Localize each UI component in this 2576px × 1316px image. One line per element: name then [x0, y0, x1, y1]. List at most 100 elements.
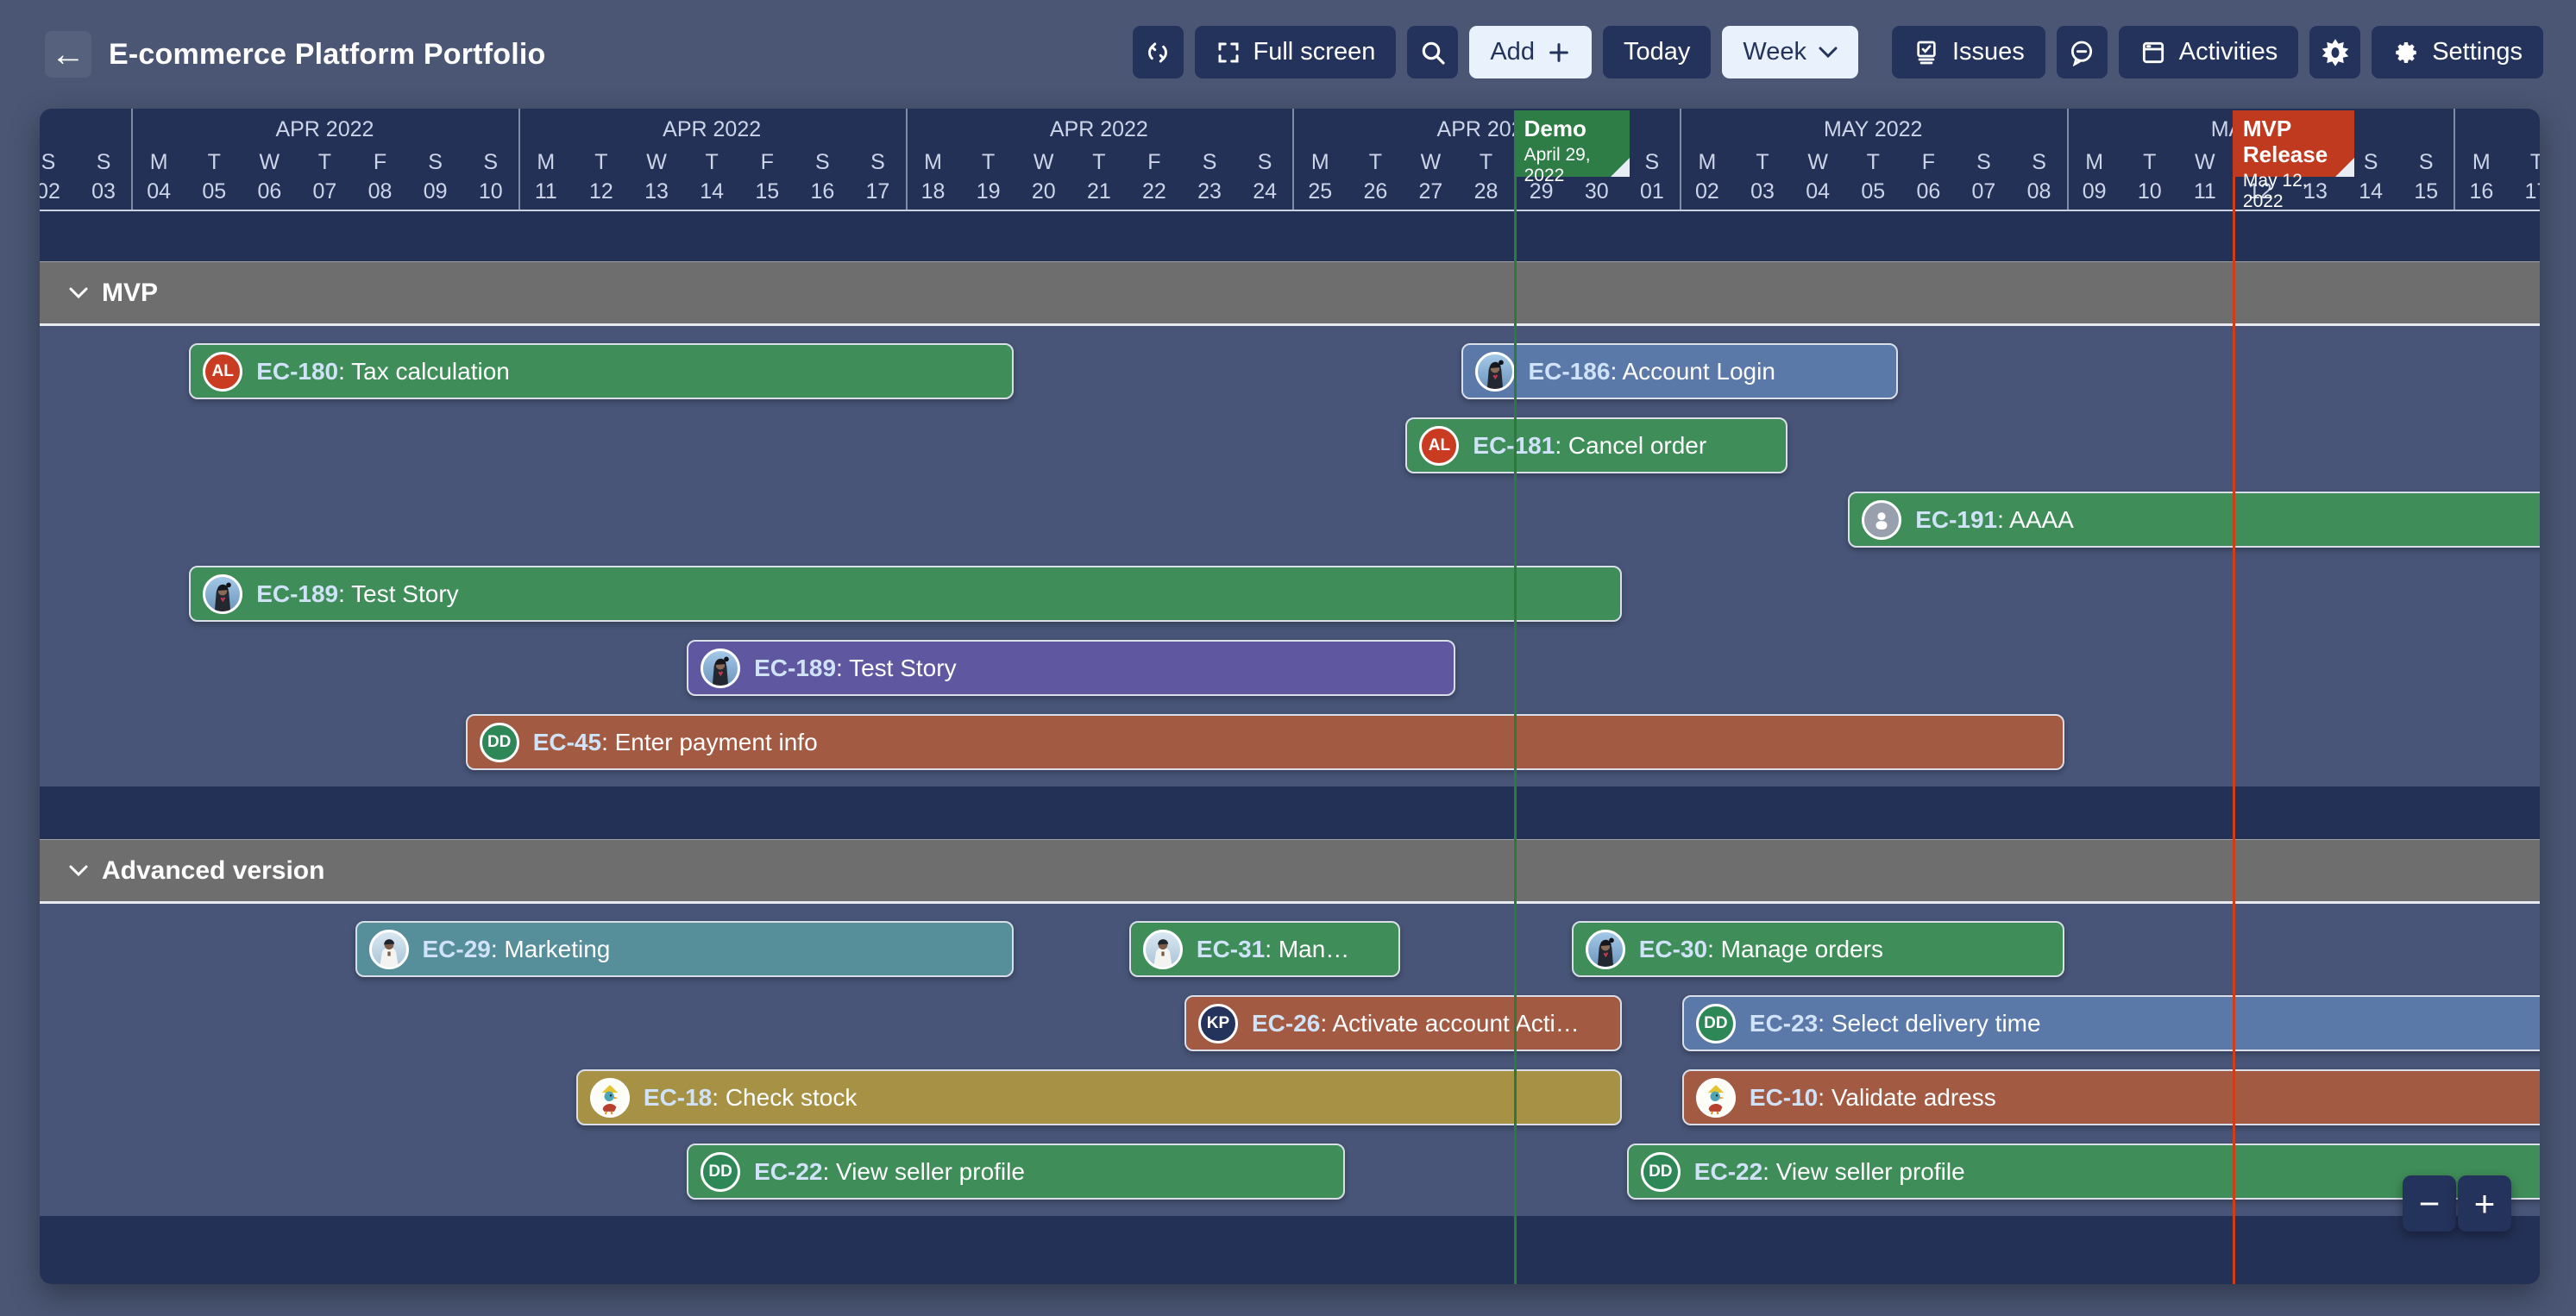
milestone-marker-demo[interactable]: Demo April 29, 2022 [1513, 110, 1630, 185]
day-number[interactable]: 30 [1584, 179, 1609, 204]
task-bar-ec-31[interactable]: EC-31: Man… [1128, 921, 1401, 977]
day-number[interactable]: 10 [478, 179, 503, 204]
task-label: EC-191: AAAA [1915, 505, 2074, 533]
day-number[interactable]: 04 [147, 179, 172, 204]
day-number[interactable]: 10 [2137, 179, 2162, 204]
day-letter: T [1092, 150, 1106, 174]
comments-button[interactable] [2056, 26, 2108, 78]
day-number[interactable]: 26 [1363, 179, 1388, 204]
activities-button[interactable]: Activities [2118, 26, 2299, 78]
task-bar-ec-10[interactable]: EC-10: Validate adress [1681, 1069, 2540, 1125]
task-bar-ec-186[interactable]: EC-186: Account Login [1461, 343, 1899, 399]
week-separator [1679, 109, 1681, 210]
day-number[interactable]: 09 [423, 179, 448, 204]
search-button[interactable] [1407, 26, 1459, 78]
day-number[interactable]: 08 [2026, 179, 2051, 204]
day-letter: M [924, 150, 942, 174]
today-button[interactable]: Today [1602, 26, 1712, 78]
day-number[interactable]: 01 [1639, 179, 1664, 204]
day-number[interactable]: 19 [976, 179, 1001, 204]
day-number[interactable]: 20 [1031, 179, 1056, 204]
day-number[interactable]: 13 [644, 179, 669, 204]
day-number[interactable]: 07 [312, 179, 337, 204]
day-number[interactable]: 08 [368, 179, 393, 204]
avatar-duck [589, 1077, 630, 1118]
day-letter: S [1202, 150, 1217, 174]
day-number[interactable]: 07 [1971, 179, 1996, 204]
task-label: EC-22: View seller profile [1693, 1157, 1965, 1185]
task-bar-ec-189[interactable]: EC-189: Test Story [189, 566, 1622, 622]
day-number[interactable]: 23 [1197, 179, 1222, 204]
day-letter: S [41, 150, 56, 174]
day-number[interactable]: 15 [755, 179, 780, 204]
day-number[interactable]: 02 [40, 179, 60, 204]
day-letter: M [2472, 150, 2491, 174]
day-number[interactable]: 02 [1695, 179, 1719, 204]
task-bar-ec-30[interactable]: EC-30: Manage orders [1571, 921, 2064, 977]
day-number[interactable]: 29 [1529, 179, 1554, 204]
day-number[interactable]: 12 [2248, 179, 2272, 204]
day-number[interactable]: 25 [1308, 179, 1333, 204]
settings-button[interactable]: Settings [2372, 26, 2543, 78]
day-number[interactable]: 14 [2359, 179, 2384, 204]
day-number[interactable]: 22 [1142, 179, 1166, 204]
week-separator [2066, 109, 2069, 210]
milestone-marker-mvp-release[interactable]: MVP Release May 12, 2022 [2232, 110, 2354, 211]
section-header-advanced-version[interactable]: Advanced version [40, 839, 2540, 904]
day-number[interactable]: 16 [810, 179, 835, 204]
day-letter: S [1644, 150, 1660, 174]
day-number[interactable]: 28 [1473, 179, 1498, 204]
day-number[interactable]: 24 [1253, 179, 1278, 204]
task-label: EC-29: Marketing [422, 935, 611, 962]
week-separator [2453, 109, 2456, 210]
fullscreen-button[interactable]: Full screen [1194, 26, 1397, 78]
task-bar-ec-191[interactable]: EC-191: AAAA [1848, 492, 2540, 548]
day-number[interactable]: 04 [1806, 179, 1831, 204]
day-number[interactable]: 21 [1086, 179, 1111, 204]
day-number[interactable]: 18 [920, 179, 946, 204]
day-number[interactable]: 05 [1861, 179, 1886, 204]
zoom-out-button[interactable]: − [2403, 1175, 2456, 1231]
toolbar: Full screen Add Today Week Issues [1132, 26, 2543, 78]
day-number[interactable]: 03 [1750, 179, 1775, 204]
issues-button[interactable]: Issues [1891, 26, 2045, 78]
day-number[interactable]: 06 [257, 179, 282, 204]
day-letter: T [1756, 150, 1769, 174]
day-number[interactable]: 16 [2469, 179, 2494, 204]
day-letter: S [2032, 150, 2046, 174]
day-number[interactable]: 13 [2303, 179, 2328, 204]
sync-button[interactable] [1132, 26, 1184, 78]
task-bar-ec-18[interactable]: EC-18: Check stock [575, 1069, 1622, 1125]
day-number[interactable]: 27 [1418, 179, 1443, 204]
day-number[interactable]: 14 [700, 179, 725, 204]
week-separator [1292, 109, 1295, 210]
task-label: EC-26: Activate account Acti… [1252, 1009, 1580, 1037]
section-header-mvp[interactable]: MVP [40, 261, 2540, 326]
day-number[interactable]: 06 [1916, 179, 1941, 204]
add-button[interactable]: Add [1469, 26, 1592, 78]
day-number[interactable]: 17 [865, 179, 890, 204]
day-number[interactable]: 05 [202, 179, 227, 204]
zoom-in-button[interactable]: + [2458, 1175, 2511, 1231]
day-number[interactable]: 11 [2193, 179, 2216, 204]
day-number[interactable]: 15 [2414, 179, 2439, 204]
task-bar-ec-189[interactable]: EC-189: Test Story [687, 640, 1456, 696]
appearance-button[interactable] [2309, 26, 2361, 78]
task-bar-ec-29[interactable]: EC-29: Marketing [355, 921, 1014, 977]
day-number[interactable]: 12 [589, 179, 613, 204]
day-letter: T [207, 150, 221, 174]
day-number[interactable]: 03 [91, 179, 116, 204]
day-number[interactable]: 09 [2082, 179, 2107, 204]
day-number[interactable]: 11 [534, 179, 557, 204]
zoom-mode-select[interactable]: Week [1722, 26, 1858, 78]
back-button[interactable]: ← [45, 31, 91, 78]
avatar-default-person [1862, 499, 1902, 540]
day-number[interactable]: 17 [2524, 179, 2540, 204]
